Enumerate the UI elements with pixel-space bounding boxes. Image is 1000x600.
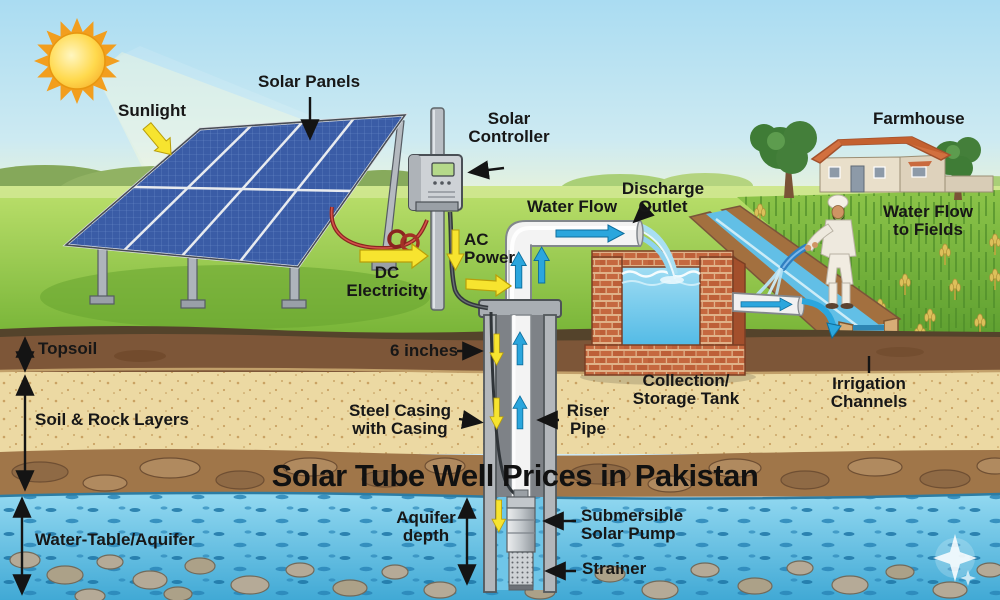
sparkle-watermark bbox=[933, 534, 977, 586]
solar-panels-illustration bbox=[62, 113, 409, 309]
farmer-illustration bbox=[753, 194, 857, 310]
tree-icon bbox=[750, 121, 817, 198]
wheat-field bbox=[737, 190, 1000, 350]
label-arrows bbox=[300, 97, 871, 586]
flow-arrows bbox=[142, 122, 550, 533]
layer-depth-arrows bbox=[12, 336, 35, 596]
discharge-water bbox=[638, 223, 684, 285]
farmhouse-illustration bbox=[810, 136, 994, 193]
page-title: Solar Tube Well Prices in Pakistan bbox=[271, 458, 759, 493]
storage-tank bbox=[580, 250, 756, 385]
outlet-pipe bbox=[732, 292, 842, 340]
solar-controller-illustration bbox=[329, 107, 489, 311]
